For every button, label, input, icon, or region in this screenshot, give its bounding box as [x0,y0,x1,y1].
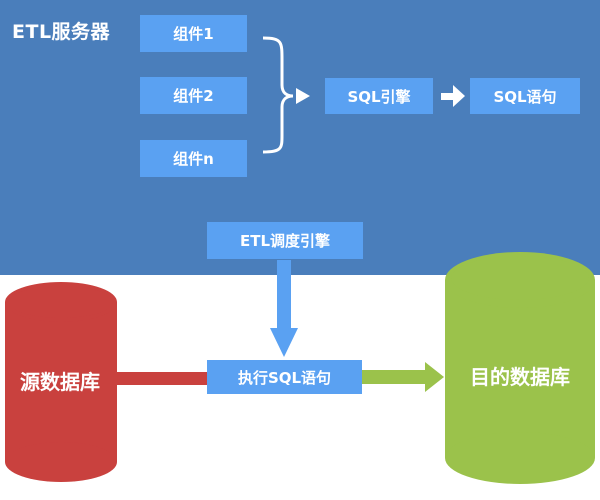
engine-to-stmt-arrow-head [453,85,465,107]
source-db-cylinder [5,282,117,482]
target-db-cylinder [445,252,595,484]
engine-to-stmt-arrow-shaft [441,93,455,100]
scheduler-arrow-head [270,328,298,357]
brace-to-engine-arrow [296,88,310,104]
sql-statement-box: SQL语句 [470,78,580,114]
component-n-box: 组件n [140,140,247,177]
execute-sql-box: 执行SQL语句 [207,360,362,394]
source-db-label: 源数据库 [20,369,100,394]
target-db-label: 目的数据库 [470,364,570,389]
component-2-box: 组件2 [140,77,247,114]
sql-engine-box: SQL引擎 [325,78,433,114]
etl-server-title: ETL服务器 [12,21,111,43]
source-to-exec-bar [117,372,207,385]
component-1-box: 组件1 [140,15,247,52]
component-brace [262,36,294,154]
exec-to-target-bar [362,370,430,384]
exec-to-target-arrow-head [425,362,444,392]
scheduler-arrow-shaft [277,260,291,330]
etl-scheduler-box: ETL调度引擎 [207,222,363,259]
